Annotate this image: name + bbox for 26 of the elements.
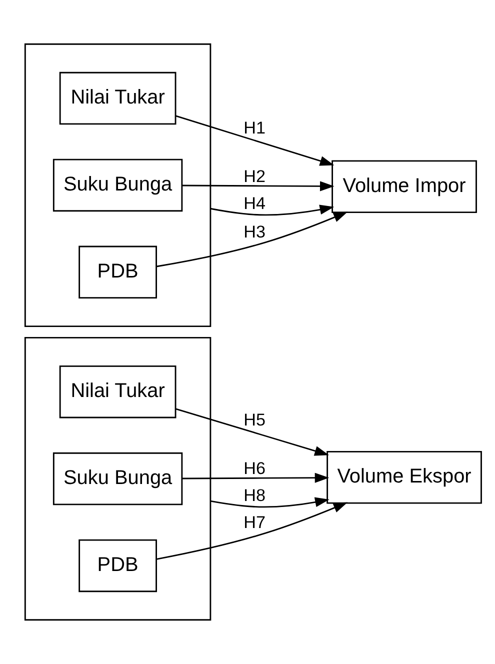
node-box: Suku Bunga: [52, 452, 183, 506]
arrow: [176, 115, 334, 166]
node-box: PDB: [78, 539, 157, 592]
edge-label: H4: [244, 194, 266, 213]
edge-label: H1: [244, 118, 266, 138]
arrow: [176, 408, 329, 456]
node-box: Volume Ekspor: [326, 451, 482, 504]
node-box: Suku Bunga: [52, 158, 183, 212]
arrow: [182, 181, 334, 192]
arrow: [156, 502, 348, 560]
node-box: Volume Impor: [332, 160, 477, 213]
node-box: Nilai Tukar: [59, 72, 176, 125]
node-box: PDB: [78, 246, 157, 298]
arrow: [210, 497, 330, 508]
arrow: [156, 212, 348, 268]
edge-label: H7: [244, 513, 266, 532]
node-box: Nilai Tukar: [59, 366, 176, 418]
arrow: [182, 472, 330, 483]
edge-label: H6: [244, 458, 266, 478]
edge-label: H2: [244, 166, 266, 186]
edge-label: H8: [244, 486, 266, 506]
arrow: [210, 204, 334, 216]
edge-label: H5: [244, 410, 266, 430]
cluster: [24, 43, 212, 328]
cluster: [24, 336, 212, 621]
edge-label: H3: [244, 222, 266, 242]
